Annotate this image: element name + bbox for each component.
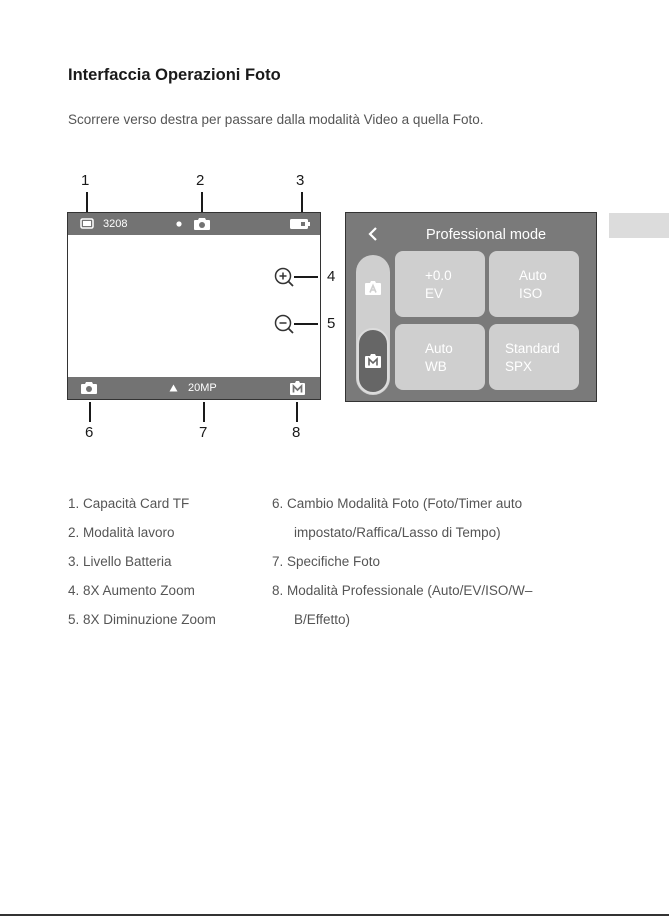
intro-text: Scorrere verso destra per passare dalla … <box>68 112 484 127</box>
legend-item-1: 1. Capacità Card TF <box>68 496 190 511</box>
triangle-icon <box>169 384 178 392</box>
callout-2: 2 <box>196 172 205 189</box>
mode-switch[interactable] <box>356 255 390 395</box>
page-title: Interfaccia Operazioni Foto <box>68 66 281 84</box>
legend-item-8-cont: B/Effetto) <box>294 612 351 627</box>
legend-item-8: 8. Modalità Professionale (Auto/EV/ISO/W… <box>272 583 533 598</box>
callout-5: 5 <box>327 315 336 332</box>
top-status-bar: 3208 <box>68 213 320 235</box>
tile-wb-label: WB <box>425 359 447 374</box>
tile-ev-value: +0.0 <box>425 268 452 283</box>
manual-mode-icon <box>365 354 381 368</box>
callout-1-line <box>86 192 88 212</box>
camera-icon <box>194 218 210 230</box>
callout-6-line <box>89 402 91 422</box>
zoom-out-icon[interactable] <box>273 313 295 335</box>
callout-1: 1 <box>81 172 90 189</box>
zoom-in-icon[interactable] <box>273 266 295 288</box>
callout-3-line <box>301 192 303 212</box>
tile-ev[interactable]: +0.0 EV <box>395 251 485 317</box>
tile-spx-value: Standard <box>505 341 560 356</box>
recording-dot-icon <box>176 221 182 227</box>
tile-wb[interactable]: Auto WB <box>395 324 485 390</box>
back-chevron-icon[interactable] <box>366 223 380 245</box>
tile-ev-label: EV <box>425 286 444 301</box>
tile-iso[interactable]: Auto ISO <box>489 251 579 317</box>
callout-8-line <box>296 402 298 422</box>
mode-switch-selected[interactable] <box>357 328 389 394</box>
auto-mode-icon[interactable] <box>364 279 382 296</box>
photo-mode-icon[interactable] <box>80 380 98 395</box>
callout-2-line <box>201 192 203 212</box>
legend-item-7: 7. Specifiche Foto <box>272 554 381 569</box>
callout-5-line <box>294 323 318 325</box>
pro-mode-title: Professional mode <box>426 227 547 243</box>
legend-item-3: 3. Livello Batteria <box>68 554 172 569</box>
legend-item-5: 5. 8X Diminuzione Zoom <box>68 612 216 627</box>
battery-icon <box>290 219 310 229</box>
pro-mode-icon[interactable] <box>289 380 306 396</box>
callout-7: 7 <box>199 424 208 441</box>
callout-4-line <box>294 276 318 278</box>
callout-4: 4 <box>327 268 336 285</box>
card-capacity: 3208 <box>103 218 128 230</box>
tile-iso-value: Auto <box>519 268 547 283</box>
legend-item-6: 6. Cambio Modalità Foto (Foto/Timer auto <box>272 496 523 511</box>
callout-8: 8 <box>292 424 301 441</box>
tile-spx-label: SPX <box>505 359 533 374</box>
professional-mode-panel: Professional mode +0.0 EV Auto ISO Auto … <box>345 212 597 402</box>
bottom-status-bar: 20MP <box>68 377 320 399</box>
side-page-tab <box>609 213 669 238</box>
callout-6: 6 <box>85 424 94 441</box>
tile-wb-value: Auto <box>425 341 453 356</box>
callout-7-line <box>203 402 205 422</box>
callout-3: 3 <box>296 172 305 189</box>
legend-item-2: 2. Modalità lavoro <box>68 525 175 540</box>
sd-card-icon <box>80 218 94 229</box>
legend-item-6-cont: impostato/Raffica/Lasso di Tempo) <box>294 525 501 540</box>
camera-screen: 3208 20MP <box>67 212 321 400</box>
tile-iso-label: ISO <box>519 286 543 301</box>
tile-spx[interactable]: Standard SPX <box>489 324 579 390</box>
photo-spec: 20MP <box>188 382 217 394</box>
page-bottom-rule <box>0 914 669 916</box>
legend-item-4: 4. 8X Aumento Zoom <box>68 583 195 598</box>
